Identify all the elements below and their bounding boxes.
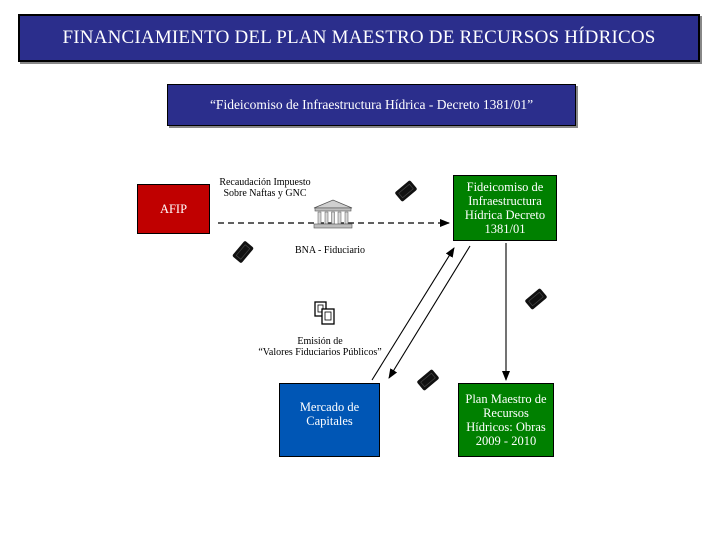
- fideicomiso-to-mercado-arrow: [388, 245, 471, 379]
- money-bill-icon: [417, 369, 439, 391]
- mercado-to-fideicomiso-arrow: [371, 247, 455, 381]
- fideicomiso-label: Fideicomiso de Infraestructura Hídrica D…: [464, 180, 546, 236]
- recaudacion-line1: Recaudación Impuesto: [219, 177, 311, 188]
- afip-node: AFIP: [137, 184, 210, 234]
- subtitle-box: “Fideicomiso de Infraestructura Hídrica …: [167, 84, 576, 126]
- afip-label: AFIP: [159, 202, 188, 216]
- mercado-label: Mercado de Capitales: [299, 400, 360, 428]
- bna-label: BNA - Fiduciario: [295, 245, 365, 256]
- mercado-node: Mercado de Capitales: [279, 383, 380, 457]
- documents-icon: [314, 301, 335, 325]
- money-bill-icon: [232, 241, 254, 263]
- recaudacion-line2: Sobre Naftas y GNC: [223, 188, 307, 199]
- page-title: FINANCIAMIENTO DEL PLAN MAESTRO DE RECUR…: [62, 27, 656, 48]
- emision-line2: “Valores Fiduciarios Públicos”: [258, 347, 382, 358]
- title-bar: FINANCIAMIENTO DEL PLAN MAESTRO DE RECUR…: [18, 14, 700, 62]
- plan-node: Plan Maestro de Recursos Hídricos: Obras…: [458, 383, 554, 457]
- money-bill-icon: [395, 180, 417, 202]
- emision-line1: Emisión de: [297, 336, 343, 347]
- fideicomiso-node: Fideicomiso de Infraestructura Hídrica D…: [453, 175, 557, 241]
- plan-label: Plan Maestro de Recursos Hídricos: Obras…: [465, 392, 547, 448]
- subtitle: “Fideicomiso de Infraestructura Hídrica …: [209, 97, 534, 112]
- emision-label: Emisión de “Valores Fiduciarios Públicos…: [250, 336, 390, 358]
- money-bill-icon: [525, 288, 547, 310]
- bank-icon: [313, 199, 353, 229]
- recaudacion-label: Recaudación Impuesto Sobre Naftas y GNC: [210, 177, 320, 199]
